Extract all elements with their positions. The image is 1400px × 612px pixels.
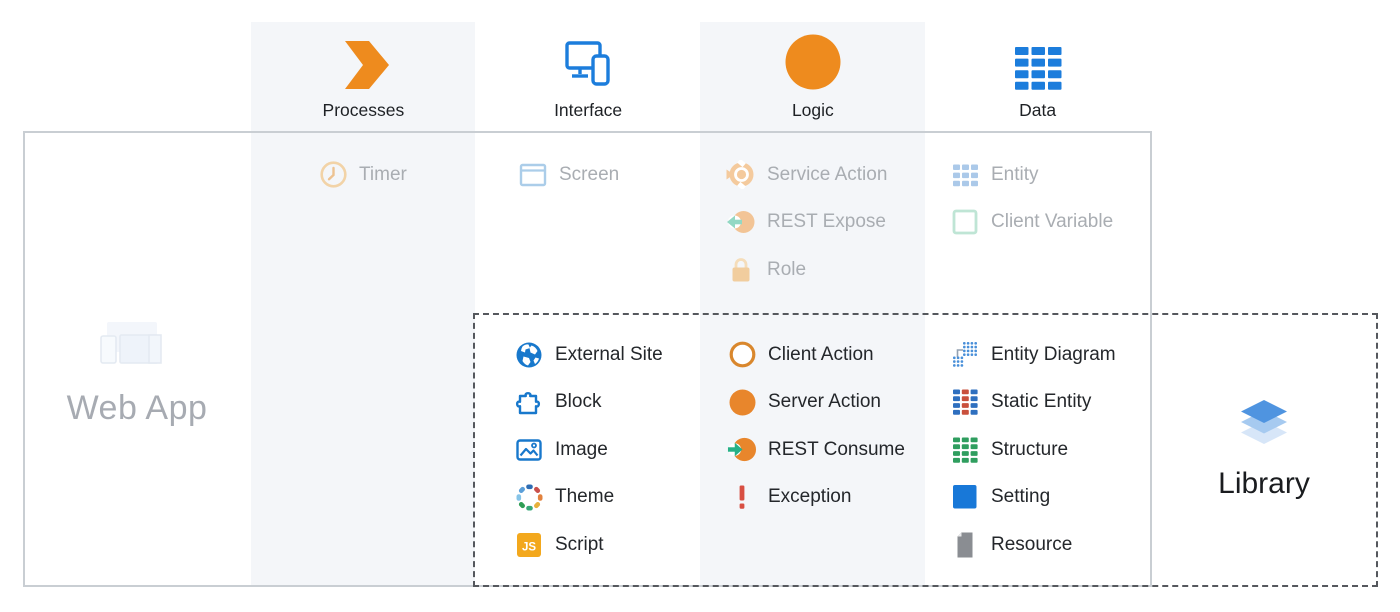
web-app-label: Web App xyxy=(66,389,208,427)
data-table-icon xyxy=(1013,27,1063,91)
web-app-processes-items: Timer xyxy=(318,151,407,199)
column-header: Data xyxy=(925,22,1150,130)
column-header-label: Interface xyxy=(554,100,623,120)
library-label: Library xyxy=(1218,467,1310,500)
list-item: Client Action xyxy=(727,331,905,379)
column-headers: Processes Interface Logic Data xyxy=(251,22,1150,130)
item-label: Client Action xyxy=(768,343,874,365)
list-item: Timer xyxy=(318,151,407,199)
list-item: Client Variable xyxy=(950,199,1113,247)
role-lock-icon xyxy=(726,255,756,285)
item-label: Structure xyxy=(991,438,1069,460)
setting-icon xyxy=(950,482,980,512)
service-action-icon xyxy=(726,160,756,190)
svg-text:JS: JS xyxy=(522,541,536,553)
library-data-items: Entity Diagram Static Entity Structure S… xyxy=(950,331,1116,569)
resource-file-icon xyxy=(950,530,980,560)
item-label: External Site xyxy=(555,343,663,365)
screen-icon xyxy=(518,160,548,190)
column-band-logic xyxy=(700,22,925,587)
item-label: REST Expose xyxy=(767,211,886,233)
exclamation-icon xyxy=(727,482,757,512)
item-label: Service Action xyxy=(767,163,888,185)
list-item: Service Action xyxy=(726,151,887,199)
process-arrow-icon xyxy=(335,27,391,91)
item-label: REST Consume xyxy=(768,438,905,460)
list-item: Structure xyxy=(950,426,1116,474)
entity-diagram-icon xyxy=(950,340,980,370)
list-item: Entity xyxy=(950,151,1113,199)
list-item: External Site xyxy=(514,331,663,379)
item-label: Entity xyxy=(991,163,1039,185)
column-header: Logic xyxy=(701,22,926,130)
item-label: Client Variable xyxy=(991,211,1114,233)
column-header-label: Data xyxy=(1019,100,1057,120)
library-dashed-box xyxy=(473,313,1378,587)
column-header-label: Processes xyxy=(322,100,405,120)
globe-icon xyxy=(514,340,544,370)
item-label: Setting xyxy=(991,486,1051,508)
js-square-icon: JS xyxy=(514,530,544,560)
web-app-devices-icon xyxy=(93,320,181,377)
column-band-processes xyxy=(251,22,475,587)
list-item: Entity Diagram xyxy=(950,331,1116,379)
library-logic-items: Client Action Server Action REST Consume… xyxy=(727,331,905,521)
item-label: Theme xyxy=(555,486,615,508)
rest-expose-icon xyxy=(726,207,756,237)
list-item: Screen xyxy=(518,151,619,199)
item-label: Entity Diagram xyxy=(991,343,1116,365)
web-app-logic-items: Service Action REST Expose Role xyxy=(726,151,887,294)
item-label: Server Action xyxy=(768,391,881,413)
web-app-interface-items: Screen xyxy=(518,151,619,199)
library-figure: Library xyxy=(1152,400,1376,501)
devices-icon xyxy=(560,27,616,91)
column-header: Processes xyxy=(251,22,476,130)
puzzle-icon xyxy=(514,387,544,417)
list-item: Resource xyxy=(950,521,1116,569)
list-item: Block xyxy=(514,379,663,427)
list-item: Theme xyxy=(514,474,663,522)
list-item: Static Entity xyxy=(950,379,1116,427)
logic-circle-icon xyxy=(784,27,842,91)
web-app-figure: Web App xyxy=(23,320,251,428)
list-item: Setting xyxy=(950,474,1116,522)
item-label: Script xyxy=(555,533,604,555)
structure-icon xyxy=(950,435,980,465)
timer-icon xyxy=(318,160,348,190)
item-label: Timer xyxy=(359,163,407,185)
item-label: Exception xyxy=(768,486,852,508)
layers-icon xyxy=(1235,400,1293,455)
static-entity-icon xyxy=(950,387,980,417)
item-label: Resource xyxy=(991,533,1073,555)
ring-orange-icon xyxy=(727,340,757,370)
item-label: Image xyxy=(555,438,608,460)
list-item: REST Consume xyxy=(727,426,905,474)
client-variable-icon xyxy=(950,207,980,237)
entity-icon xyxy=(950,160,980,190)
list-item: REST Expose xyxy=(726,199,887,247)
image-icon xyxy=(514,435,544,465)
list-item: Image xyxy=(514,426,663,474)
column-header-label: Logic xyxy=(791,100,834,120)
theme-icon xyxy=(514,482,544,512)
circle-orange-icon xyxy=(727,387,757,417)
list-item: Exception xyxy=(727,474,905,522)
item-label: Role xyxy=(767,258,807,280)
list-item: JS Script xyxy=(514,521,663,569)
library-interface-items: External Site Block Image Theme JS Scrip… xyxy=(514,331,663,569)
item-label: Block xyxy=(555,391,602,413)
list-item: Server Action xyxy=(727,379,905,427)
web-app-data-items: Entity Client Variable xyxy=(950,151,1113,246)
list-item: Role xyxy=(726,246,887,294)
column-header: Interface xyxy=(476,22,701,130)
rest-consume-icon xyxy=(727,435,757,465)
item-label: Screen xyxy=(559,163,620,185)
item-label: Static Entity xyxy=(991,391,1092,413)
